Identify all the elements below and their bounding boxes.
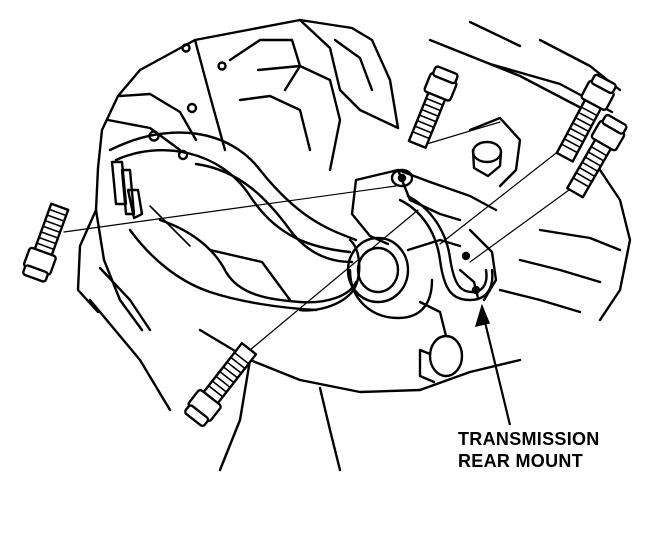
callout-label: TRANSMISSION REAR MOUNT — [458, 428, 600, 472]
bell-housing-crescent — [108, 38, 361, 312]
bolt-top-center — [407, 65, 459, 149]
transmission-rear-mount — [63, 121, 581, 384]
callout-line-2: REAR MOUNT — [458, 451, 583, 471]
bolt-top-right — [555, 73, 617, 163]
callout-line-1: TRANSMISSION — [458, 429, 600, 449]
bolt-right — [566, 113, 628, 199]
callout-arrow — [474, 303, 512, 426]
bolt-left — [22, 202, 70, 283]
bolt-bottom — [184, 341, 258, 428]
